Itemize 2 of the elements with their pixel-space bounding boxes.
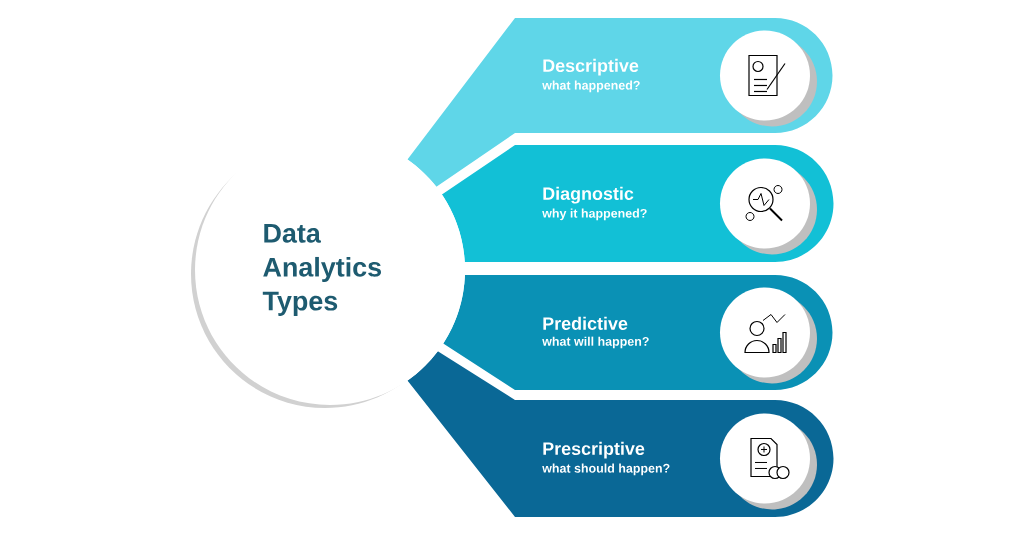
node-label: Data Analytics Types bbox=[262, 224, 381, 316]
band: Prescriptive what should happen? bbox=[407, 351, 834, 517]
